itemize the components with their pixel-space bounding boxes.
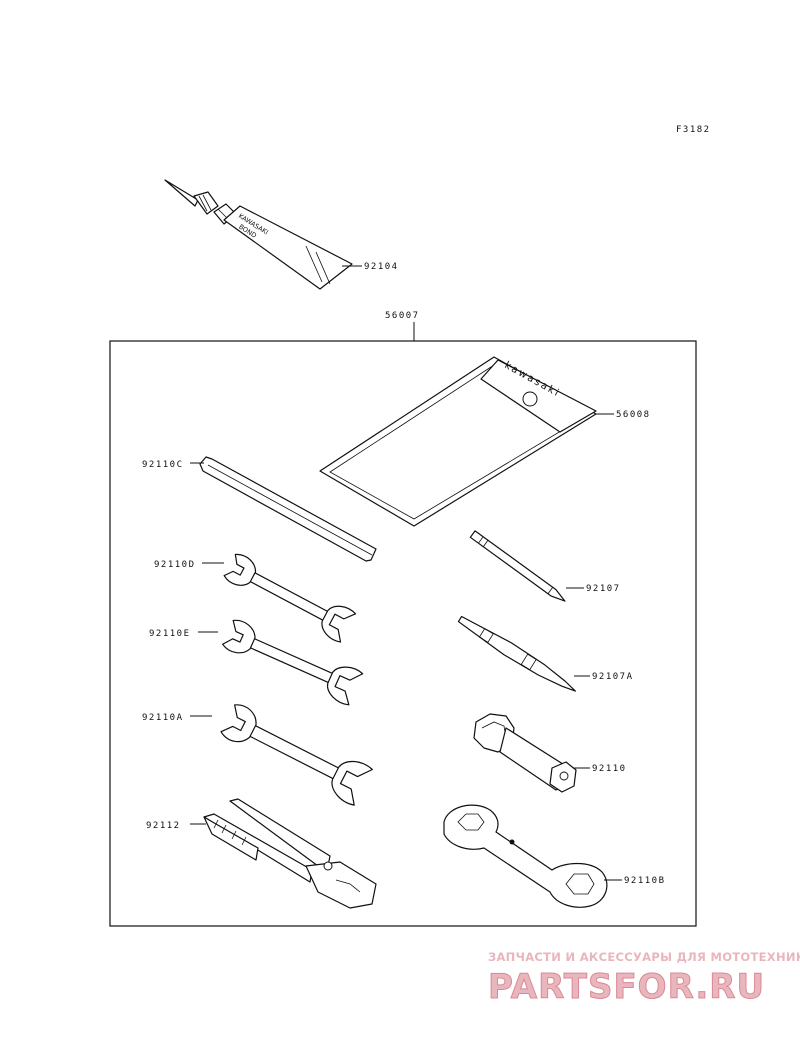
watermark-logo-text: PARTSFOR.RU — [488, 967, 765, 1004]
screwdriver-bit-part — [469, 530, 566, 602]
wrench-e-part — [221, 619, 364, 706]
label-92110B: 92110B — [624, 876, 666, 886]
screwdriver-handle-part — [457, 615, 576, 692]
tube-body — [223, 205, 353, 290]
label-56007: 56007 — [385, 311, 420, 321]
pouch-flap — [480, 359, 597, 433]
ring-spanner-part — [443, 804, 608, 908]
label-92104: 92104 — [364, 262, 399, 272]
pliers-part — [203, 798, 377, 909]
pouch-body — [319, 356, 597, 527]
ring-spanner-body — [443, 804, 608, 908]
pliers-upper-handle — [229, 798, 331, 867]
label-56008: 56008 — [616, 410, 651, 420]
box-spanner-part — [473, 713, 577, 793]
label-92107A: 92107A — [592, 672, 634, 682]
pouch-part: kawasaki — [319, 356, 597, 527]
label-92112: 92112 — [146, 821, 181, 831]
wrench-d-part — [223, 553, 357, 643]
label-92110D: 92110D — [154, 560, 196, 570]
label-92107: 92107 — [586, 584, 621, 594]
label-92110: 92110 — [592, 764, 627, 774]
wrench-a-part — [220, 704, 373, 806]
bond-tube-part: KAWASAKI BOND — [164, 179, 353, 290]
hex-bar-part — [199, 456, 377, 562]
figure-code: F3182 — [676, 125, 711, 135]
tube-cap — [193, 191, 219, 215]
label-92110A: 92110A — [142, 713, 184, 723]
toolkit-frame — [109, 340, 697, 927]
pliers-jaw — [305, 861, 377, 909]
label-92110E: 92110E — [149, 629, 191, 639]
watermark-logo: PARTSFOR.RU — [488, 967, 765, 1005]
watermark-tagline: ЗАПЧАСТИ И АКСЕССУАРЫ ДЛЯ МОТОТЕХНИКИ — [488, 950, 800, 964]
label-92110C: 92110C — [142, 460, 184, 470]
tube-nozzle — [164, 179, 199, 207]
pliers-grip — [203, 816, 259, 861]
